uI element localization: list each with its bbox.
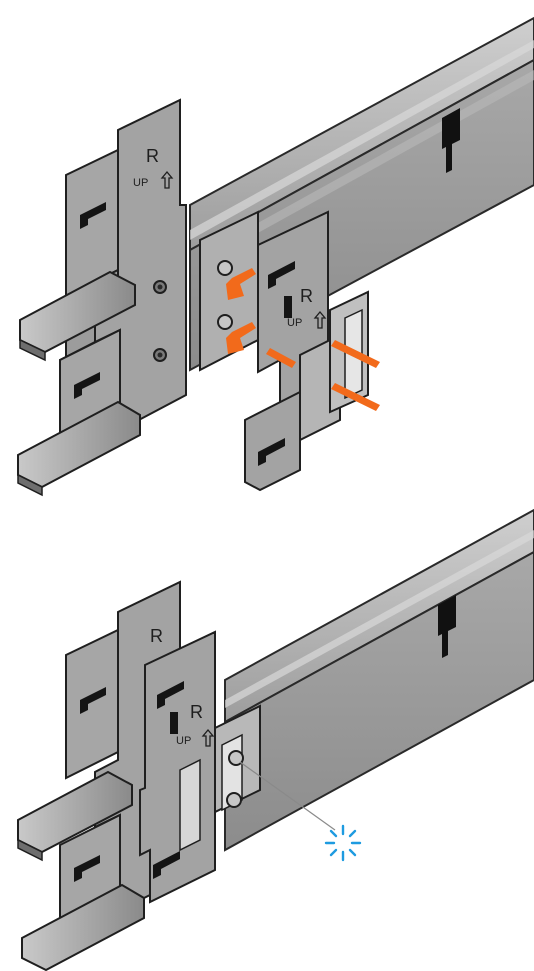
panel-step-2: R R UP — [17, 508, 534, 971]
bracket-slot — [153, 851, 180, 879]
bracket-slot — [157, 681, 184, 709]
rail-pin — [226, 792, 242, 808]
rail-pin — [217, 260, 233, 276]
rail-bottom — [224, 508, 534, 852]
rail-pin — [217, 314, 233, 330]
side-label: R — [190, 702, 203, 722]
up-label: UP — [176, 735, 191, 747]
bracket-window — [170, 712, 178, 734]
bracket-slot — [80, 687, 106, 714]
bracket-slot — [74, 855, 100, 882]
callout-line — [239, 761, 336, 831]
orange-arrow-icon — [226, 268, 380, 411]
rail-latch — [214, 704, 261, 814]
up-label: UP — [133, 177, 148, 189]
click-burst-icon — [324, 824, 362, 862]
side-label: R — [150, 626, 163, 646]
up-arrow-icon — [201, 728, 215, 747]
front-bracket: R UP — [244, 210, 341, 492]
bracket-pegs — [17, 770, 145, 971]
side-label: R — [146, 146, 159, 166]
bracket-pegs — [17, 270, 141, 497]
bracket-slot — [268, 261, 295, 289]
side-label: R — [300, 286, 313, 306]
rear-bracket: R UP — [59, 98, 187, 462]
rail-pin — [228, 750, 244, 766]
rail-keyhole-slot — [442, 108, 460, 173]
bracket-window — [284, 296, 292, 318]
bracket-slot — [74, 372, 100, 399]
up-label: UP — [287, 317, 302, 329]
bracket-slot — [258, 438, 285, 466]
bracket-slot — [80, 202, 106, 229]
up-arrow-icon — [313, 310, 327, 329]
rail-keyhole-slot — [438, 595, 456, 658]
panel-step-1: R UP R — [17, 16, 534, 497]
up-arrow-icon — [160, 170, 174, 189]
front-bracket: R UP — [139, 630, 216, 904]
